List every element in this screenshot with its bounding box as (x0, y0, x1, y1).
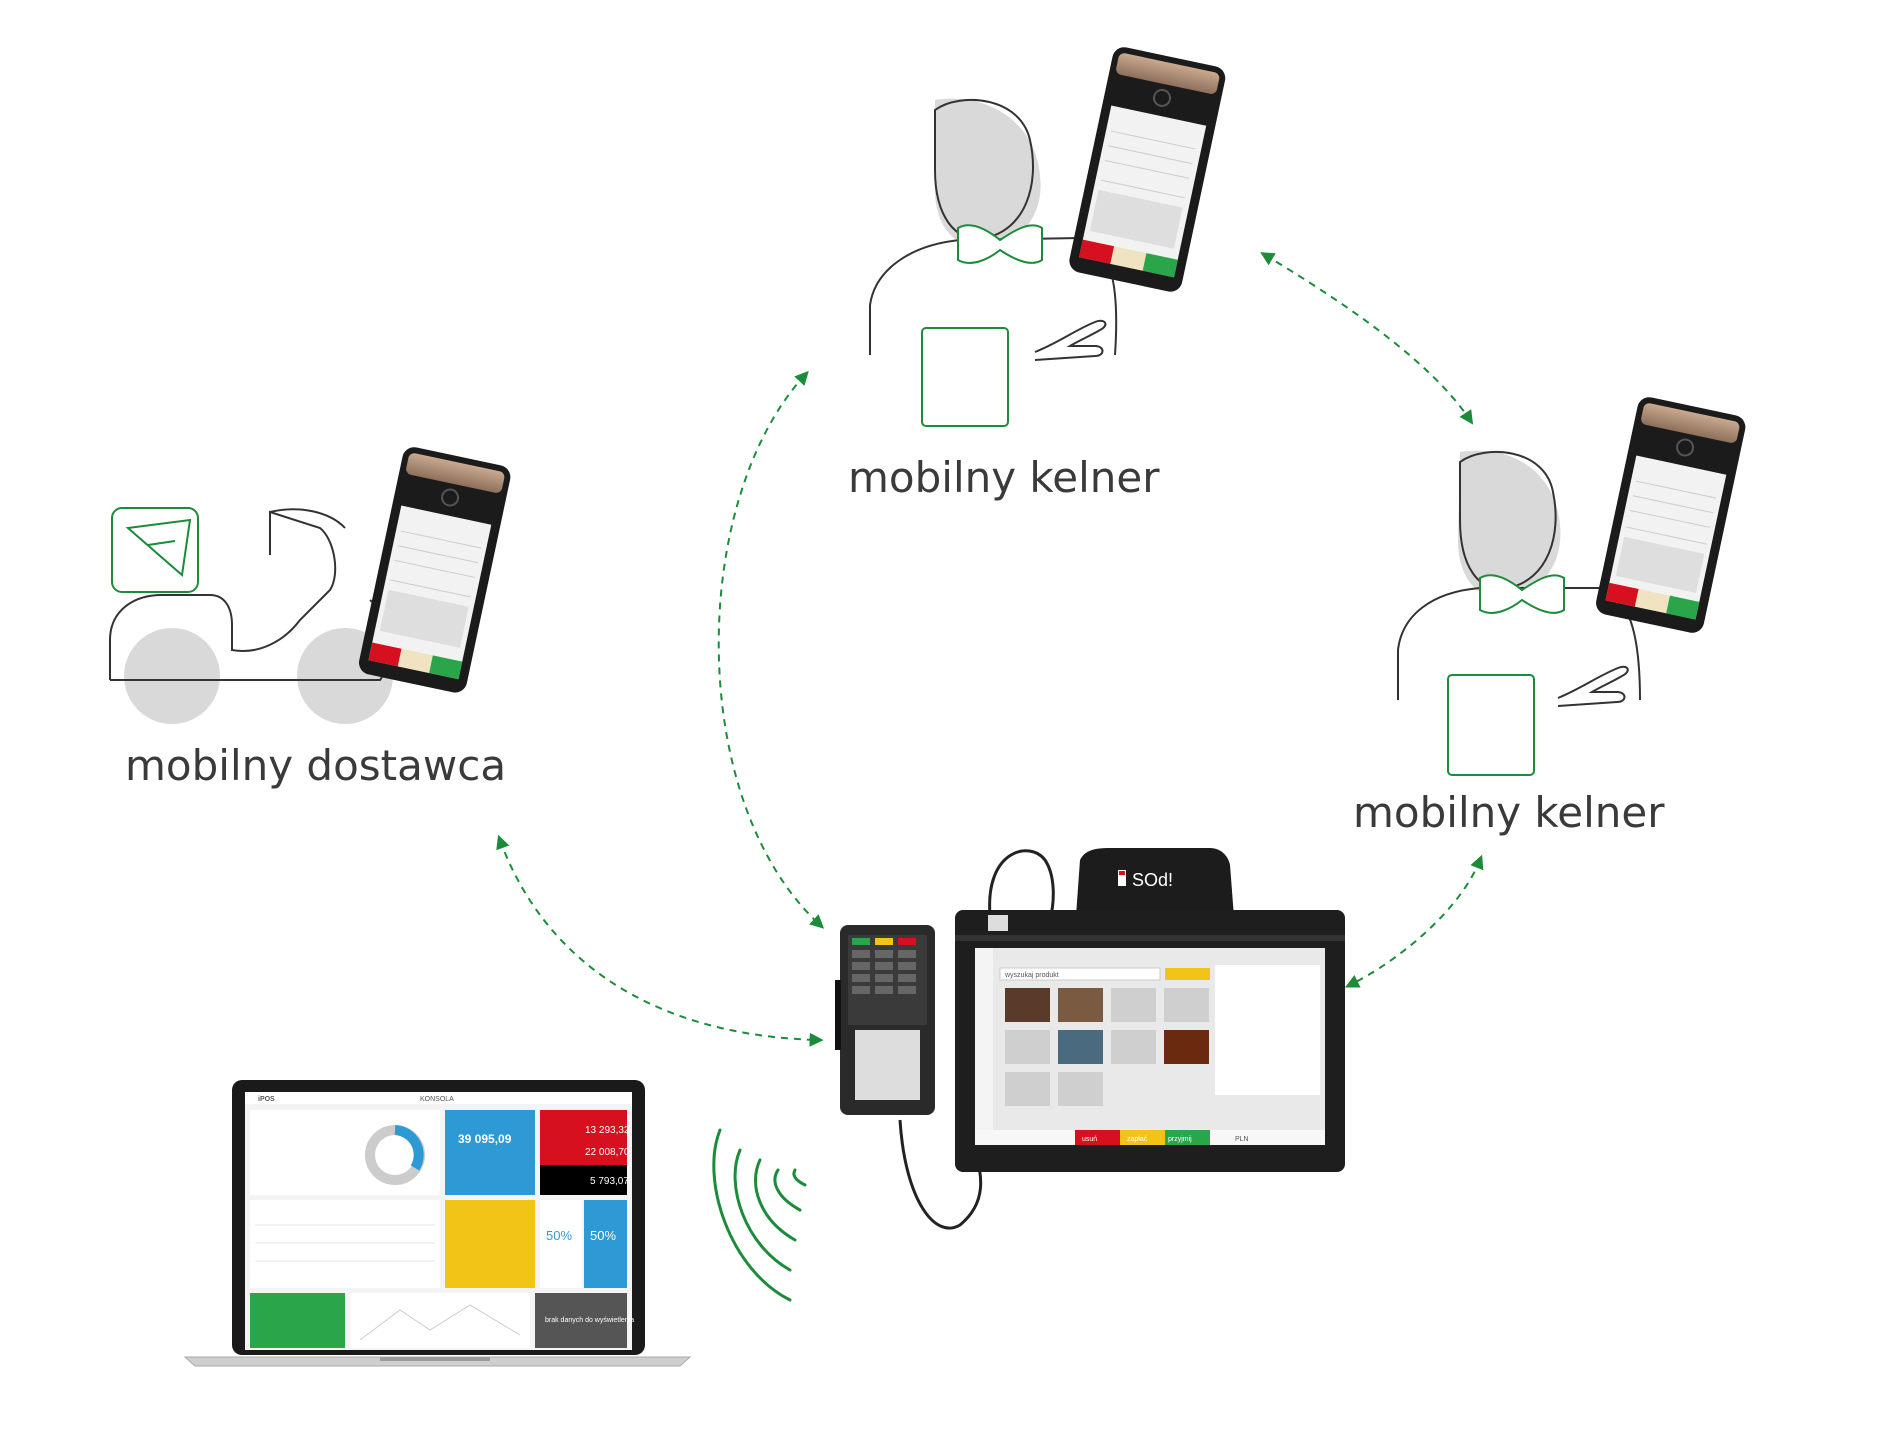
waiter-head (935, 98, 1041, 249)
laptop: iPOS KONSOLA 39 095,09 13 293,32 22 008,… (183, 1080, 692, 1367)
arrow-top-waiter-to-pos (717, 370, 825, 929)
waiter-right-label: mobilny kelner (1353, 788, 1665, 837)
wireless-signal-icon (712, 1128, 807, 1302)
bowtie (957, 224, 1043, 264)
scooter-rear-wheel (124, 628, 220, 724)
arrow-top-waiter-to-right-waiter (1260, 252, 1474, 425)
pos-search[interactable]: wyszukaj produkt (1004, 972, 1059, 979)
pizza-slice-icon (125, 518, 192, 577)
laptop-title: KONSOLA (420, 1096, 454, 1103)
waiter-head (1458, 450, 1561, 599)
mobile-terminal (1596, 397, 1746, 633)
laptop-kpi-red-1: 13 293,32 (585, 1125, 630, 1136)
mobile-terminal (1069, 47, 1226, 292)
pos-btn-remove[interactable]: usuń (1082, 1136, 1097, 1143)
arrow-right-waiter-to-pos (1344, 854, 1484, 988)
cable (898, 1119, 983, 1230)
receipt-printer (1075, 848, 1235, 930)
scooter-outline (109, 510, 337, 680)
pos-btn-accept[interactable]: przyjmij (1168, 1136, 1192, 1143)
connection-arrows (496, 252, 1484, 1047)
courier-label: mobilny dostawca (125, 741, 506, 790)
laptop-base (183, 1356, 692, 1367)
pos-btn-pay[interactable]: zapłać (1127, 1136, 1148, 1143)
cable (988, 849, 1055, 921)
laptop-kpi-black: 5 793,07 (590, 1176, 629, 1187)
printer-logo: SOd! (1132, 870, 1173, 890)
waiter-apron (921, 327, 1009, 427)
product-grid (1005, 988, 1209, 1106)
courier-scooter: mobilny dostawca (109, 447, 511, 790)
laptop-pct-1: 50% (546, 1228, 572, 1243)
waiter-hand (1557, 665, 1629, 707)
bowtie (1479, 574, 1565, 614)
laptop-kpi-red-2: 22 008,70 (585, 1147, 630, 1158)
waiter-apron (1447, 674, 1535, 776)
waiter-top-label: mobilny kelner (848, 453, 1160, 502)
laptop-no-data: brak danych do wyświetlenia (545, 1317, 634, 1324)
laptop-pct-2: 50% (590, 1228, 616, 1243)
pos-station: SOd! wyszukaj produkt usuń zapłać przyj (835, 848, 1345, 1230)
laptop-brand: iPOS (258, 1096, 275, 1103)
laptop-kpi-center: 39 095,09 (458, 1132, 512, 1146)
arrow-courier-to-pos (496, 834, 824, 1047)
waiter-top: mobilny kelner (848, 47, 1226, 502)
waiter-right: mobilny kelner (1353, 397, 1746, 837)
mobile-terminal (358, 447, 511, 693)
pos-total: PLN (1235, 1136, 1249, 1143)
waiter-hand (1034, 319, 1107, 361)
